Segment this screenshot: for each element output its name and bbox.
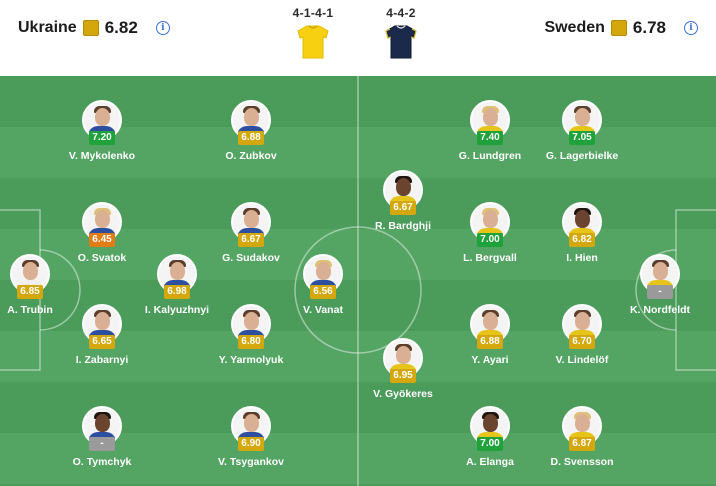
player-rating-badge: 7.00	[477, 437, 503, 451]
player-card[interactable]: 6.56 V. Vanat	[268, 254, 378, 316]
player-rating-badge: 7.20	[89, 131, 115, 145]
away-formation: 4-4-2	[376, 6, 426, 60]
home-team-rating: 6.82	[104, 18, 138, 37]
player-card[interactable]: 7.40 G. Lundgren	[435, 100, 545, 162]
player-name: Y. Ayari	[471, 354, 509, 366]
player-rating-badge: 7.00	[477, 233, 503, 247]
player-rating-badge: -	[647, 285, 673, 299]
player-rating-badge: 6.82	[569, 233, 595, 247]
away-team-rating: 6.78	[632, 18, 666, 37]
away-formation-label: 4-4-2	[386, 6, 416, 20]
player-card[interactable]: 6.65 I. Zabarnyi	[47, 304, 157, 366]
player-card[interactable]: 6.88 O. Zubkov	[196, 100, 306, 162]
home-team: Ukraine 6.82 i	[18, 18, 170, 38]
player-name: I. Zabarnyi	[75, 354, 129, 366]
player-rating-badge: 6.70	[569, 335, 595, 349]
player-name: V. Gyökeres	[373, 388, 433, 400]
player-name: D. Svensson	[550, 456, 614, 468]
player-name: A. Elanga	[466, 456, 514, 468]
player-name: V. Vanat	[303, 304, 343, 316]
player-card[interactable]: 6.90 V. Tsygankov	[196, 406, 306, 468]
player-name: R. Bardghji	[374, 220, 431, 232]
player-name: K. Nordfeldt	[629, 304, 691, 316]
player-card[interactable]: 7.05 G. Lagerbielke	[527, 100, 637, 162]
player-rating-badge: 6.95	[390, 369, 416, 383]
player-name: G. Sudakov	[222, 252, 280, 264]
team-rating-square-icon	[610, 20, 627, 36]
player-name: I. Kalyuzhnyi	[144, 304, 210, 316]
player-card[interactable]: 6.85 A. Trubin	[0, 254, 85, 316]
player-rating-badge: 7.40	[477, 131, 503, 145]
player-card[interactable]: 7.00 A. Elanga	[435, 406, 545, 468]
player-card[interactable]: 6.82 I. Hien	[527, 202, 637, 264]
player-name: O. Zubkov	[225, 150, 277, 162]
away-shirt-icon	[385, 25, 417, 59]
away-team-name: Sweden	[544, 19, 605, 36]
pitch: 6.85 A. Trubin 7.20 V. Mykolenko 6.45 O.…	[0, 76, 716, 486]
player-card[interactable]: 6.80 Y. Yarmolyuk	[196, 304, 306, 366]
player-avatar	[383, 338, 423, 378]
player-rating-badge: 6.56	[310, 285, 336, 299]
player-card[interactable]: - O. Tymchyk	[47, 406, 157, 468]
player-rating-badge: -	[89, 437, 115, 451]
player-card[interactable]: 6.98 I. Kalyuzhnyi	[122, 254, 232, 316]
player-card[interactable]: 6.67 G. Sudakov	[196, 202, 306, 264]
player-card[interactable]: 6.88 Y. Ayari	[435, 304, 545, 366]
player-card[interactable]: 7.00 L. Bergvall	[435, 202, 545, 264]
player-rating-badge: 6.88	[477, 335, 503, 349]
player-card[interactable]: 6.87 D. Svensson	[527, 406, 637, 468]
player-name: O. Tymchyk	[72, 456, 132, 468]
player-name: G. Lagerbielke	[545, 150, 619, 162]
player-card[interactable]: 6.67 R. Bardghji	[348, 170, 458, 232]
player-card[interactable]: 7.20 V. Mykolenko	[47, 100, 157, 162]
player-card[interactable]: 6.70 V. Lindelöf	[527, 304, 637, 366]
home-formation: 4-1-4-1	[288, 6, 338, 60]
player-name: V. Lindelöf	[555, 354, 609, 366]
team-rating-square-icon	[82, 20, 99, 36]
player-rating-badge: 6.65	[89, 335, 115, 349]
player-name: I. Hien	[566, 252, 598, 264]
player-name: A. Trubin	[7, 304, 53, 316]
player-rating-badge: 6.80	[238, 335, 264, 349]
player-rating-badge: 6.67	[238, 233, 264, 247]
player-name: G. Lundgren	[458, 150, 522, 162]
player-rating-badge: 6.85	[17, 285, 43, 299]
player-card[interactable]: 6.45 O. Svatok	[47, 202, 157, 264]
away-team: Sweden 6.78 i	[544, 18, 698, 38]
player-rating-badge: 6.67	[390, 201, 416, 215]
player-rating-badge: 6.45	[89, 233, 115, 247]
info-icon[interactable]: i	[684, 21, 698, 35]
player-rating-badge: 6.90	[238, 437, 264, 451]
home-shirt-icon	[297, 25, 329, 59]
player-card[interactable]: 6.95 V. Gyökeres	[348, 338, 458, 400]
player-name: L. Bergvall	[463, 252, 517, 264]
player-name: V. Tsygankov	[218, 456, 284, 468]
info-icon[interactable]: i	[155, 21, 170, 35]
player-name: Y. Yarmolyuk	[218, 354, 284, 366]
home-formation-label: 4-1-4-1	[292, 6, 334, 20]
player-rating-badge: 6.87	[569, 437, 595, 451]
player-name: V. Mykolenko	[68, 150, 136, 162]
player-card[interactable]: - K. Nordfeldt	[605, 254, 715, 316]
lineup-header: Ukraine 6.82 i 4-1-4-1 4-4-2 Sweden 6.78…	[0, 0, 716, 76]
home-team-name: Ukraine	[18, 19, 77, 36]
player-rating-badge: 6.88	[238, 131, 264, 145]
player-rating-badge: 6.98	[164, 285, 190, 299]
player-name: O. Svatok	[77, 252, 127, 264]
player-rating-badge: 7.05	[569, 131, 595, 145]
